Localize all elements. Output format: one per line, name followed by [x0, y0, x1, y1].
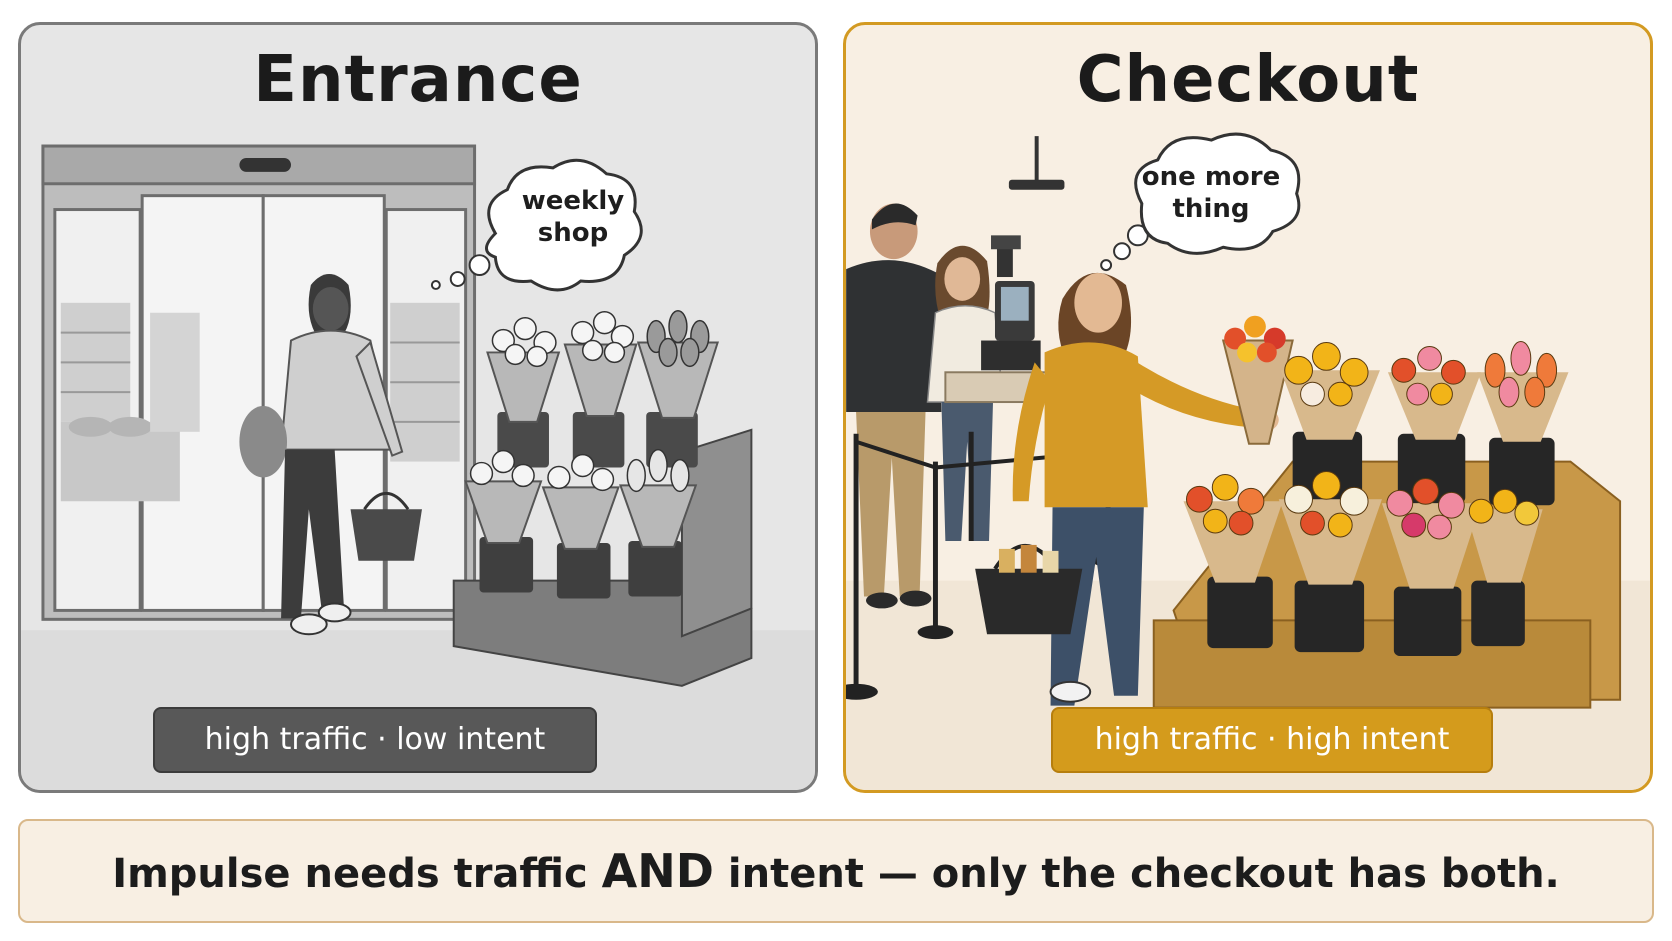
checkout-thought: one more thing — [1136, 161, 1286, 225]
conclusion-text-after: intent — only the checkout has both. — [713, 851, 1560, 897]
conclusion-text-before: Impulse needs traffic — [112, 851, 602, 897]
entrance-thought-line-2: shop — [537, 218, 609, 248]
thought-bubble — [430, 158, 643, 292]
conclusion-banner: Impulse needs traffic AND intent — only … — [18, 819, 1654, 923]
entrance-thought: weekly shop — [513, 185, 633, 249]
thought-bubble — [1100, 132, 1301, 272]
checkout-illustration — [846, 132, 1650, 790]
checkout-tag: high traffic · high intent — [1051, 707, 1493, 773]
flower-display-checkout — [1152, 341, 1622, 709]
shopper-entering — [239, 274, 422, 636]
conclusion-emphasis: AND — [601, 844, 714, 898]
entrance-tag: high traffic · low intent — [153, 707, 597, 773]
checkout-thought-line-2: thing — [1172, 194, 1250, 224]
entrance-title: Entrance — [253, 43, 583, 117]
bouquet-in-hand — [1221, 315, 1294, 445]
entrance-panel: Entrance weekly shop high traffic · low … — [18, 22, 818, 793]
entrance-thought-line-1: weekly — [521, 186, 625, 216]
queue-shopper-man — [846, 203, 942, 609]
entrance-illustration — [21, 144, 815, 790]
shopper-reaching — [975, 272, 1279, 706]
checkout-title: Checkout — [1076, 43, 1420, 117]
checkout-thought-line-1: one more — [1141, 162, 1281, 192]
checkout-panel: Checkout one more thing high traffic · h… — [843, 22, 1653, 793]
flower-display-entrance — [452, 310, 753, 687]
